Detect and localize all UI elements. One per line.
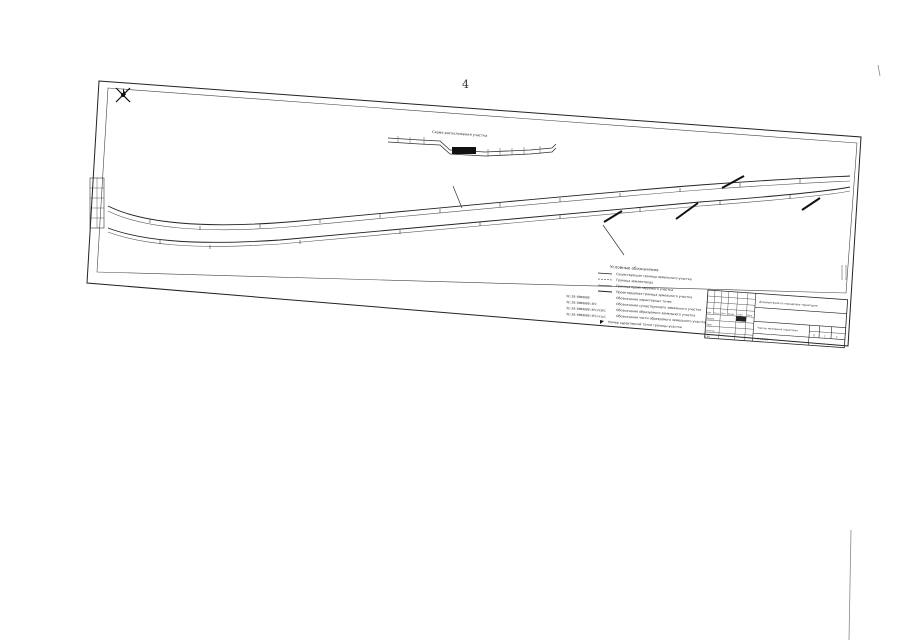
legend-code-1: 32:28:0000000 xyxy=(566,294,590,300)
role-nkontr: Н.контр. xyxy=(706,330,715,333)
role-prov: Пров. xyxy=(706,324,712,326)
page-number: 4 xyxy=(462,78,469,91)
key-plan-label: Схема расположения участка xyxy=(432,130,487,138)
legend-code-2: 32:28:0000000:ЗУ1 xyxy=(566,300,597,306)
callout-arrows xyxy=(603,175,821,223)
sheet-outer-frame xyxy=(86,80,862,347)
legend-title: Условные обозначения xyxy=(610,264,659,272)
title-stage: П xyxy=(813,333,815,337)
legend-item-9: Номер характерной точки границы участка xyxy=(608,320,682,329)
title-block: Изм. Кол.уч. Лист № док. Подп. Дата Разр… xyxy=(704,289,849,349)
legend-item-6: Обозначение существующего земельного уча… xyxy=(616,302,701,312)
leader-lines xyxy=(452,185,625,256)
parcel-boundary xyxy=(107,175,851,247)
legend-item-1: Существующая граница земельного участка xyxy=(616,272,692,281)
right-margin-marks xyxy=(841,265,847,280)
title-scale: М 1:2000 xyxy=(757,338,769,342)
legend-item-8: Обозначение части образуемого земельного… xyxy=(616,314,706,324)
legend-item-5: Обозначение характерных точек xyxy=(616,296,672,304)
title-sheets: 1 xyxy=(836,335,838,339)
role-gip: ГИП xyxy=(705,336,710,338)
legend-item-3: Граница проектируемого участка xyxy=(616,284,673,292)
left-margin-stamp xyxy=(89,177,105,229)
title-project: Документация по планировке территории xyxy=(759,300,818,308)
key-plan: Схема расположения участка xyxy=(387,130,557,157)
header-doc: № док. xyxy=(728,312,735,315)
scan-artifacts xyxy=(848,64,881,640)
legend-code-3: 32:28:0000000:ЗУ1/ЧЗУ1 xyxy=(566,306,606,313)
key-plan-highlight xyxy=(452,147,476,154)
header-list: Лист xyxy=(721,313,727,315)
legend: Условные обозначения Существующая границ… xyxy=(566,264,706,329)
title-sheet: 1 xyxy=(824,334,826,338)
header-izm: Изм. xyxy=(707,312,712,314)
legend-item-7: Обозначение образуемого земельного участ… xyxy=(616,308,696,318)
header-kol-uch: Кол.уч. xyxy=(714,312,721,314)
legend-code-4: 32:28:0000000:ЗУ1/чзу1 xyxy=(566,312,606,319)
north-arrow-icon xyxy=(115,87,131,103)
role-razrab: Разраб. xyxy=(707,317,715,321)
legend-item-4: Проектируемая граница земельного участка xyxy=(616,290,692,299)
legend-item-2: Граница землеотвода xyxy=(616,278,653,285)
header-data: Дата xyxy=(747,315,752,317)
header-podp: Подп. xyxy=(737,314,743,316)
characteristic-points xyxy=(149,179,801,249)
sheet-inner-frame xyxy=(96,87,858,294)
title-drawing: Чертеж межевания территории xyxy=(757,327,798,333)
